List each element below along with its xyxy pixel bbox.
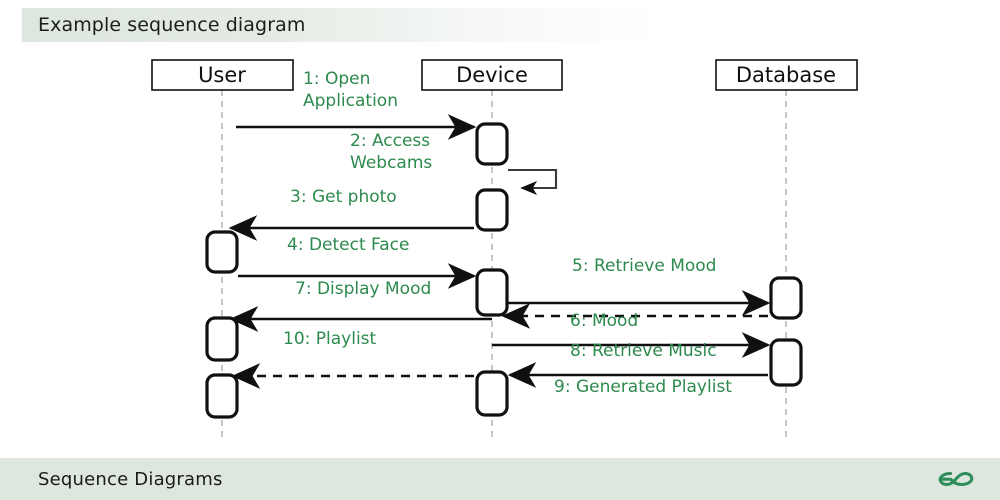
message-label-8: 8: Retrieve Music bbox=[570, 341, 717, 361]
message-label-4: 4: Detect Face bbox=[287, 235, 409, 255]
page-title: Example sequence diagram bbox=[38, 14, 306, 36]
participant-group: User Device Database bbox=[151, 59, 858, 91]
message-arrow-group bbox=[228, 114, 771, 389]
slide-title-banner: Example sequence diagram bbox=[22, 8, 662, 42]
participant-user[interactable]: User bbox=[151, 59, 294, 91]
footer-bar: Sequence Diagrams bbox=[0, 458, 1000, 500]
participant-box bbox=[151, 59, 294, 91]
activation-group bbox=[205, 122, 803, 419]
participant-database[interactable]: Database bbox=[715, 59, 858, 91]
message-arrow-2[interactable] bbox=[508, 168, 558, 196]
activation-bar-user bbox=[205, 230, 239, 274]
geeksforgeeks-logo bbox=[938, 471, 974, 487]
participant-box bbox=[715, 59, 858, 91]
activation-bar-device bbox=[475, 122, 509, 166]
activation-bar-user bbox=[205, 316, 239, 362]
footer-divider bbox=[0, 456, 1000, 458]
activation-bar-database bbox=[769, 276, 803, 320]
message-label-3: 3: Get photo bbox=[290, 187, 397, 207]
message-label-5: 5: Retrieve Mood bbox=[572, 256, 716, 276]
activation-bar-user bbox=[205, 373, 239, 419]
footer-title: Sequence Diagrams bbox=[38, 468, 223, 490]
activation-bar-device bbox=[475, 188, 509, 232]
message-label-7: 7: Display Mood bbox=[295, 279, 431, 299]
participant-label: User bbox=[198, 63, 246, 87]
message-label-6: 6: Mood bbox=[570, 311, 638, 331]
activation-bar-database bbox=[769, 338, 803, 387]
activation-bar-device bbox=[475, 370, 509, 417]
participant-device[interactable]: Device bbox=[421, 59, 563, 91]
message-label-9: 9: Generated Playlist bbox=[554, 377, 732, 397]
participant-box bbox=[421, 59, 563, 91]
activation-bar-device bbox=[475, 268, 509, 317]
participant-label: Device bbox=[456, 63, 528, 87]
message-label-10: 10: Playlist bbox=[283, 329, 377, 349]
participant-label: Database bbox=[736, 63, 836, 87]
